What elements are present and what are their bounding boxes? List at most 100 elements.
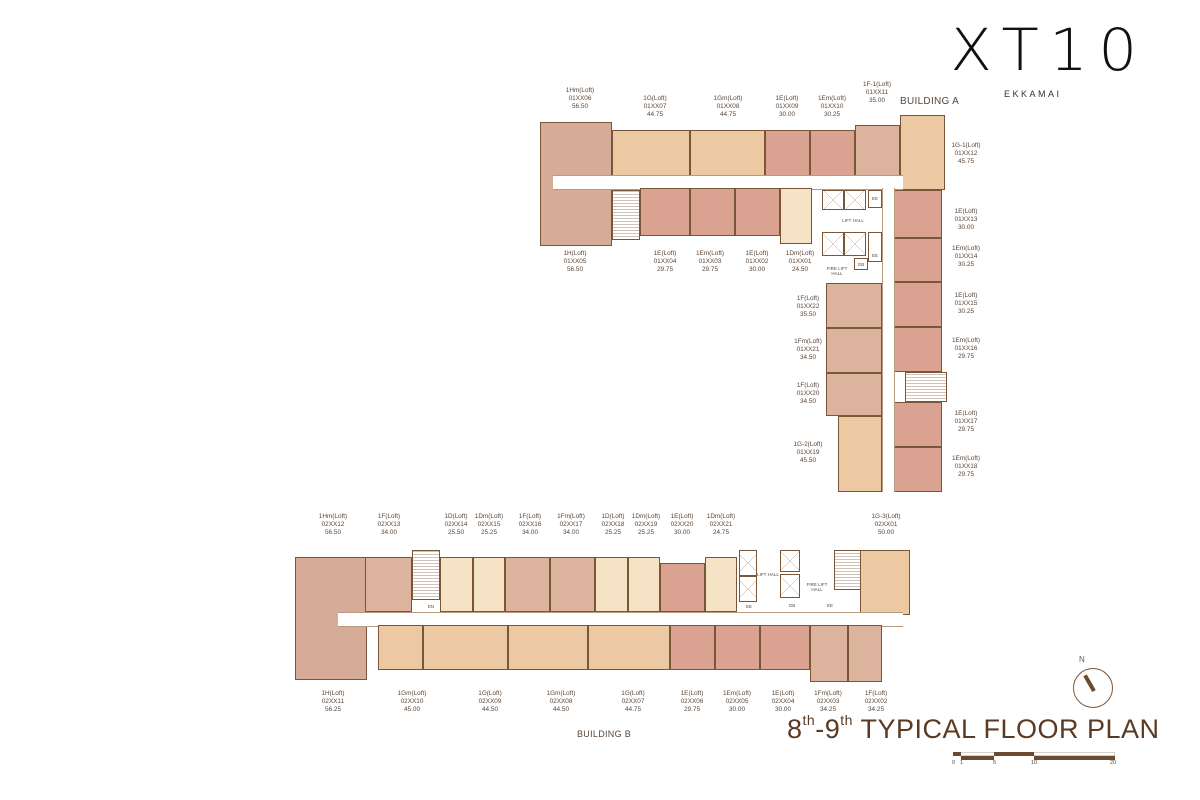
unit-type: 1G-1(Loft): [951, 142, 981, 149]
unit-area: 25.25: [638, 529, 654, 536]
unit-type: 1F(Loft): [864, 690, 888, 697]
unit-area: 30.00: [958, 224, 974, 231]
lift: [739, 550, 757, 576]
unit-type: 1E(Loft): [771, 690, 795, 697]
unit-type: 1E(Loft): [670, 513, 694, 520]
unit-02XX14: [440, 557, 473, 612]
unit-area: 56.50: [572, 103, 588, 110]
scale-tick-label: 10: [1031, 760, 1038, 766]
unit-code: 02XX02: [864, 698, 888, 705]
unit-code: 02XX04: [771, 698, 795, 705]
unit-code: 01XX17: [954, 418, 978, 425]
unit-area: 44.75: [647, 111, 663, 118]
unit-02XX20: [660, 563, 705, 612]
scale-segment: [994, 752, 1034, 756]
unit-area: 50.00: [878, 529, 894, 536]
unit-code: 01XX09: [775, 103, 799, 110]
unit-type: 1Em(Loft): [695, 250, 725, 257]
unit-code: 02XX19: [634, 521, 658, 528]
lift-hall-label: LIFT HALL: [842, 218, 864, 223]
unit-code: 02XX11: [321, 698, 345, 705]
unit-code: 01XX22: [796, 303, 820, 310]
unit-type: 1Dm(Loft): [631, 513, 661, 520]
unit-area: 34.00: [522, 529, 538, 536]
en-label: EN: [427, 604, 435, 609]
title-floor-from: 8: [787, 714, 803, 744]
unit-02XX01: [860, 550, 910, 615]
unit-type: 1Em(Loft): [817, 95, 847, 102]
unit-type: 1Em(Loft): [722, 690, 752, 697]
unit-type: 1F(Loft): [796, 382, 820, 389]
title-suffix: th: [840, 712, 853, 728]
unit-01XX16: [893, 327, 942, 372]
unit-code: 01XX21: [796, 346, 820, 353]
unit-area: 30.00: [775, 706, 791, 713]
unit-code: 01XX12: [954, 150, 978, 157]
unit-code: 02XX21: [709, 521, 733, 528]
unit-area: 34.50: [800, 354, 816, 361]
ee-room: [868, 232, 882, 262]
lift: [780, 550, 800, 572]
unit-code: 02XX15: [477, 521, 501, 528]
unit-area: 35.50: [800, 311, 816, 318]
unit-code: 02XX08: [549, 698, 573, 705]
unit-code: 02XX16: [518, 521, 542, 528]
unit-01XX13: [893, 190, 942, 238]
compass-north-label: N: [1079, 655, 1085, 664]
unit-type: 1Fm(Loft): [557, 513, 585, 520]
compass-icon: [1073, 668, 1113, 708]
unit-code: 02XX05: [725, 698, 749, 705]
unit-code: 02XX13: [377, 521, 401, 528]
xt10-logo: XT10: [950, 16, 1148, 84]
unit-01XX15: [893, 282, 942, 327]
unit-code: 02XX06: [680, 698, 704, 705]
unit-type: 1Hm(Loft): [318, 513, 348, 520]
fire-lift-hall-label: FIRE LIFT HALL: [806, 582, 828, 592]
stair: [834, 550, 862, 590]
unit-type: 1G(Loft): [621, 690, 645, 697]
scale-segment: [1034, 756, 1115, 760]
unit-type: 1Fm(Loft): [794, 338, 822, 345]
fire-lift-hall-label: FIRE LIFT HALL: [826, 266, 848, 276]
scale-segment: [953, 752, 961, 756]
unit-02XX15: [473, 557, 505, 612]
unit-type: 1Dm(Loft): [785, 250, 815, 257]
unit-area: 30.00: [729, 706, 745, 713]
unit-area: 25.50: [448, 529, 464, 536]
unit-type: 1F(Loft): [796, 295, 820, 302]
unit-type: 1Gm(Loft): [397, 690, 427, 697]
unit-type: 1G(Loft): [478, 690, 502, 697]
unit-code: 01XX02: [745, 258, 769, 265]
unit-02XX02: [848, 625, 882, 682]
unit-01XX03: [690, 188, 735, 236]
unit-02XX13: [365, 557, 412, 612]
unit-01XX08: [690, 130, 765, 176]
lift: [822, 232, 844, 256]
unit-code: 02XX18: [601, 521, 625, 528]
unit-code: 01XX08: [716, 103, 740, 110]
unit-area: 29.75: [958, 353, 974, 360]
unit-code: 01XX03: [698, 258, 722, 265]
unit-type: 1D(Loft): [444, 513, 468, 520]
unit-area: 45.75: [958, 158, 974, 165]
unit-area: 25.25: [481, 529, 497, 536]
